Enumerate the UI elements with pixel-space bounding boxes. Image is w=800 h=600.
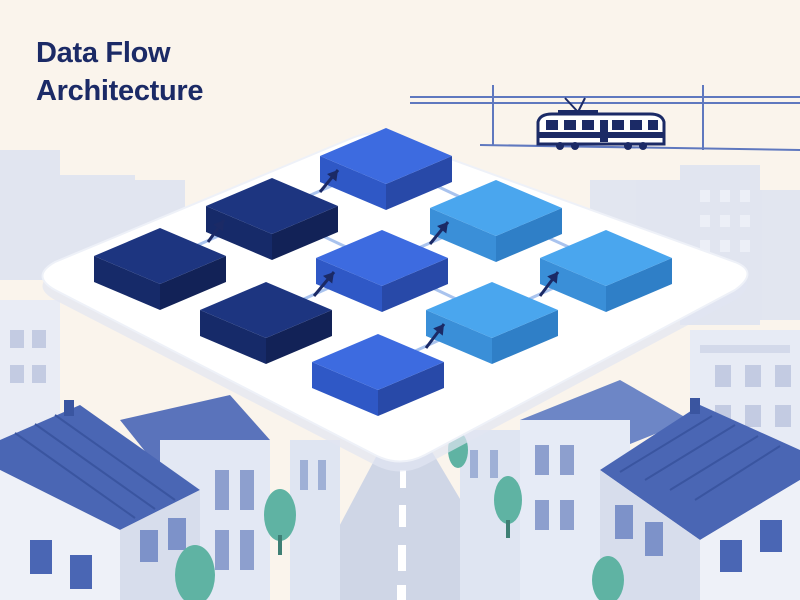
flow-block-6-light — [430, 180, 562, 262]
front-right-house — [592, 398, 800, 600]
flow-block-5-medium — [316, 230, 448, 312]
front-left-house — [0, 400, 215, 600]
flow-arrow-4 — [428, 221, 450, 245]
left-building — [0, 300, 60, 440]
flow-block-4-dark — [200, 282, 332, 364]
title-line-2: Architecture — [36, 75, 204, 107]
flow-blocks — [94, 128, 672, 416]
flow-arrow-6 — [538, 271, 560, 297]
street-houses-left — [120, 395, 340, 600]
title-line-1: Data Flow — [36, 37, 171, 69]
flow-arrow-1 — [206, 219, 226, 243]
flow-block-7-medium — [312, 334, 444, 416]
page-title: Data Flow Architecture — [36, 34, 204, 110]
flow-block-1-dark — [94, 228, 226, 310]
flow-arrow-3 — [312, 271, 336, 297]
flow-arrow-5 — [424, 323, 446, 349]
flow-arrow-2 — [318, 169, 340, 193]
flow-block-2-dark — [206, 178, 338, 260]
tram-icon — [536, 97, 666, 150]
